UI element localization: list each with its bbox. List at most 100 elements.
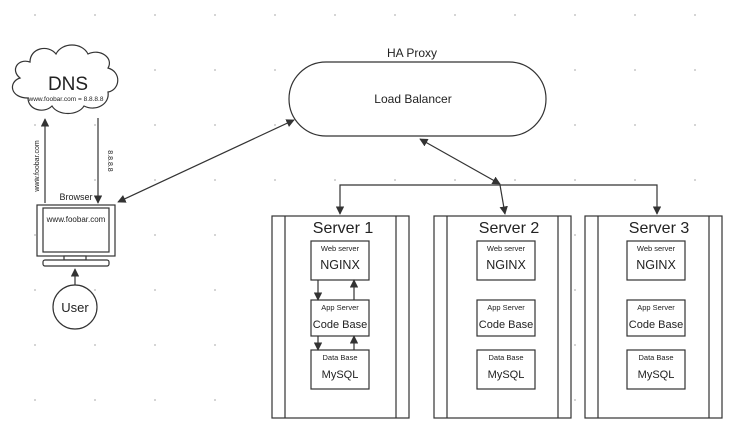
grid-dot bbox=[694, 14, 696, 16]
grid-dot bbox=[154, 14, 156, 16]
grid-dot bbox=[634, 69, 636, 71]
db-name: MySQL bbox=[638, 369, 675, 381]
load-balancer-caption: HA Proxy bbox=[387, 46, 437, 60]
dns-title: DNS bbox=[48, 74, 88, 95]
dns-response-label: 8.8.8.8 bbox=[106, 150, 113, 172]
grid-dot bbox=[214, 69, 216, 71]
grid-dot bbox=[214, 234, 216, 236]
user-label: User bbox=[61, 300, 89, 315]
browser-monitor[interactable]: Browser www.foobar.com bbox=[36, 192, 116, 267]
load-balancer-shape bbox=[288, 61, 547, 137]
db-caption: Data Base bbox=[322, 353, 357, 362]
browser-lb-arrow bbox=[117, 119, 295, 203]
grid-dot bbox=[34, 179, 36, 181]
db-box bbox=[626, 349, 686, 390]
grid-dot bbox=[514, 14, 516, 16]
web-caption: Web server bbox=[637, 244, 676, 253]
server-title: Server 3 bbox=[629, 220, 690, 237]
grid-dot bbox=[34, 399, 36, 401]
load-balancer-label: Load Balancer bbox=[374, 92, 451, 106]
grid-dot bbox=[154, 399, 156, 401]
grid-dot bbox=[94, 344, 96, 346]
grid-dot bbox=[214, 179, 216, 181]
server-title: Server 2 bbox=[479, 220, 540, 237]
app-box bbox=[310, 299, 370, 337]
grid-dot bbox=[634, 179, 636, 181]
user-node[interactable]: User bbox=[52, 284, 98, 330]
grid-dot bbox=[394, 14, 396, 16]
grid-dot bbox=[214, 399, 216, 401]
browser-label: Browser bbox=[59, 192, 92, 202]
grid-dot bbox=[334, 14, 336, 16]
db-name: MySQL bbox=[322, 369, 359, 381]
grid-dot bbox=[634, 14, 636, 16]
load-balancer[interactable]: HA Proxy Load Balancer bbox=[288, 46, 547, 137]
grid-dot bbox=[34, 14, 36, 16]
distribution-line bbox=[335, 184, 662, 215]
grid-dot bbox=[274, 14, 276, 16]
app-caption: App Server bbox=[637, 303, 675, 312]
grid-dot bbox=[94, 124, 96, 126]
grid-dot bbox=[154, 344, 156, 346]
grid-dot bbox=[574, 14, 576, 16]
grid-dot bbox=[634, 124, 636, 126]
grid-dot bbox=[454, 14, 456, 16]
user-circle bbox=[52, 284, 98, 330]
web-box bbox=[310, 240, 370, 281]
grid-dot bbox=[454, 179, 456, 181]
web-caption: Web server bbox=[487, 244, 526, 253]
monitor-stand bbox=[42, 259, 110, 267]
grid-dot bbox=[94, 179, 96, 181]
server2-branch-arrow bbox=[499, 184, 508, 215]
web-name: NGINX bbox=[486, 258, 526, 272]
grid-dot bbox=[694, 69, 696, 71]
grid-dot bbox=[94, 289, 96, 291]
grid-dot bbox=[574, 289, 576, 291]
lb-to-hub-arrow bbox=[419, 138, 501, 185]
monitor-screen bbox=[42, 207, 110, 253]
grid-dot bbox=[574, 124, 576, 126]
db-caption: Data Base bbox=[638, 353, 673, 362]
web-box bbox=[476, 240, 536, 281]
app-name: Code Base bbox=[479, 319, 533, 331]
grid-dot bbox=[574, 179, 576, 181]
dns-cloud[interactable]: DNS www.foobar.com = 8.8.8.8 bbox=[11, 44, 119, 115]
dns-record: www.foobar.com = 8.8.8.8 bbox=[28, 96, 104, 103]
grid-dot bbox=[274, 124, 276, 126]
grid-dot bbox=[154, 289, 156, 291]
grid-dot bbox=[274, 179, 276, 181]
grid-dot bbox=[694, 179, 696, 181]
db-name: MySQL bbox=[488, 369, 525, 381]
grid-dot bbox=[334, 179, 336, 181]
grid-dot bbox=[694, 124, 696, 126]
grid-dot bbox=[154, 124, 156, 126]
grid-dot bbox=[94, 399, 96, 401]
app-name: Code Base bbox=[313, 319, 367, 331]
web-name: NGINX bbox=[636, 258, 676, 272]
app-box bbox=[476, 299, 536, 337]
dns-request-label: www.foobar.com bbox=[34, 140, 41, 193]
app-caption: App Server bbox=[487, 303, 525, 312]
grid-dot bbox=[514, 179, 516, 181]
grid-dot bbox=[154, 234, 156, 236]
grid-dot bbox=[214, 344, 216, 346]
grid-dot bbox=[214, 14, 216, 16]
grid-dot bbox=[574, 69, 576, 71]
db-caption: Data Base bbox=[488, 353, 523, 362]
cloud-shape bbox=[11, 44, 119, 115]
grid-dot bbox=[274, 69, 276, 71]
